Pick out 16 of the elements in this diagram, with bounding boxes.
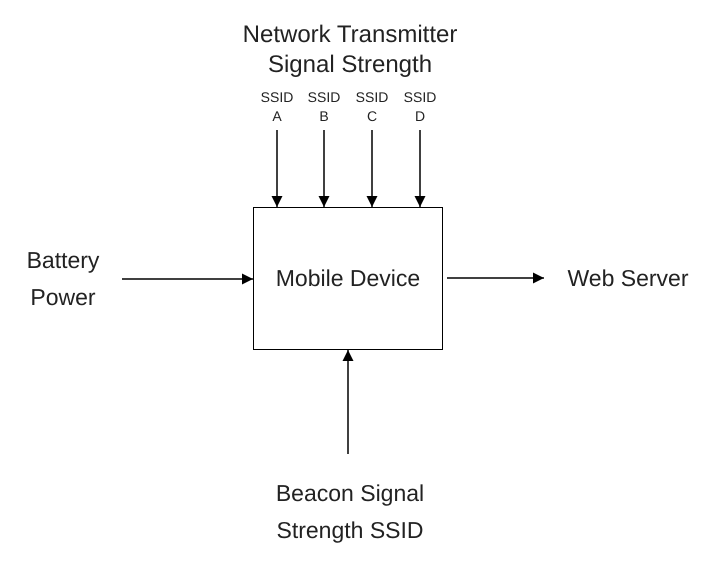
process-box: Mobile Device xyxy=(253,207,443,350)
input-label: SSID C xyxy=(352,88,392,126)
arrow xyxy=(122,274,253,284)
input-label: Battery Power xyxy=(8,245,118,313)
heading-label: Network Transmitter Signal Strength xyxy=(242,20,458,80)
input-label: SSID D xyxy=(400,88,440,126)
arrow xyxy=(342,350,354,454)
arrow xyxy=(414,130,426,207)
arrow xyxy=(366,130,378,207)
input-label: Web Server xyxy=(548,260,708,296)
arrow xyxy=(272,130,282,207)
arrow xyxy=(447,272,544,284)
input-label: SSID A xyxy=(257,88,297,126)
input-label: SSID B xyxy=(304,88,344,126)
arrow xyxy=(318,130,330,207)
input-label: Beacon Signal Strength SSID xyxy=(250,458,450,566)
